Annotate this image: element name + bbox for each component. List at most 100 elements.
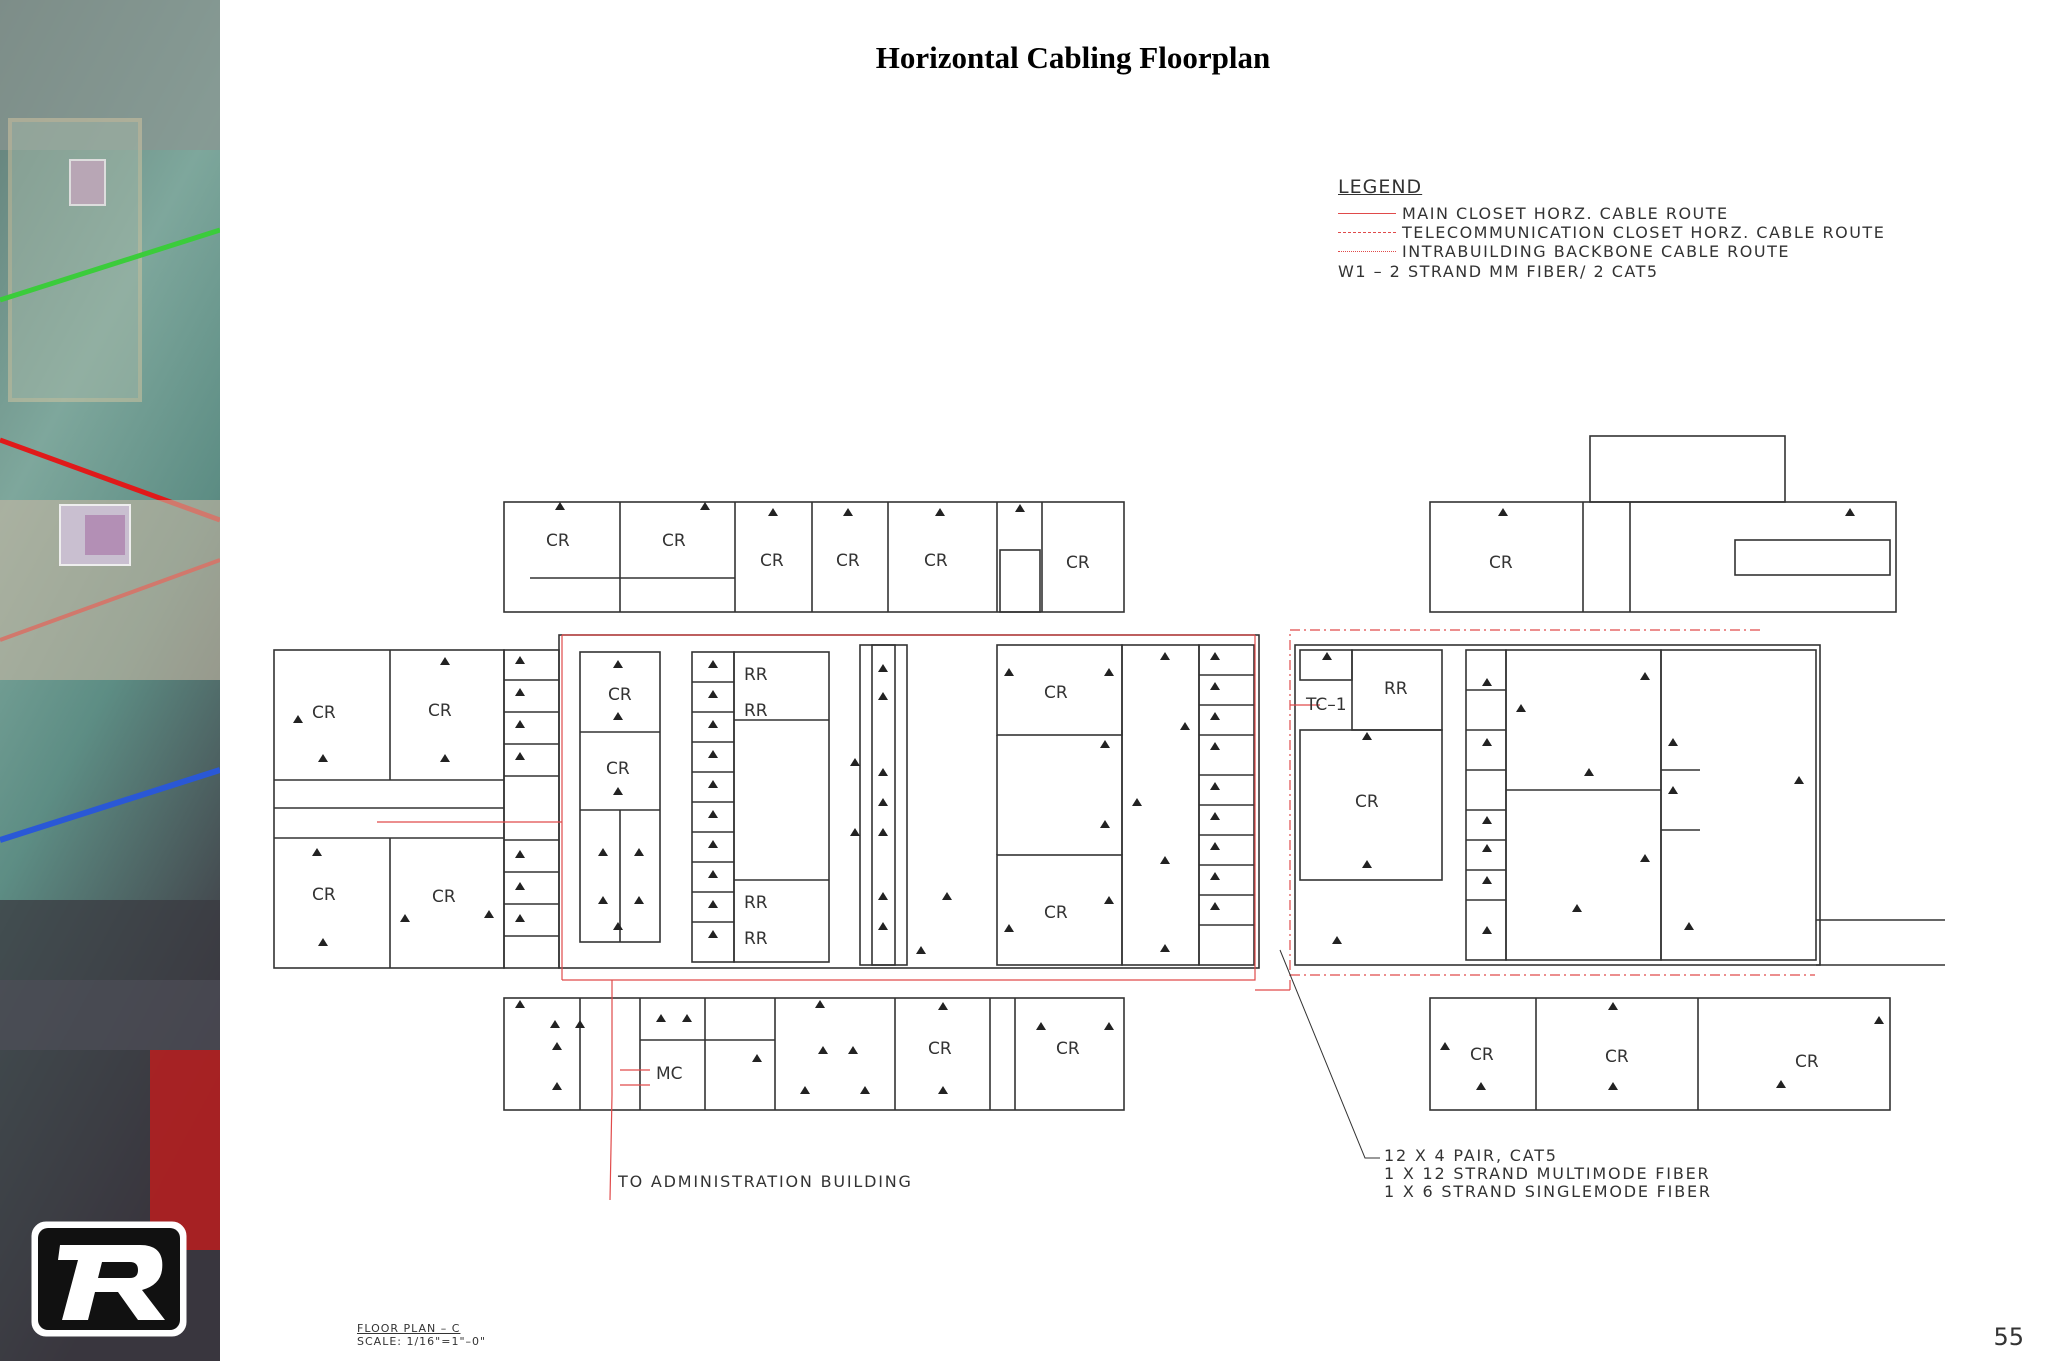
w1-outlet-icon (916, 946, 926, 954)
w1-outlet-icon (318, 754, 328, 762)
w1-outlet-icon (515, 1000, 525, 1008)
w1-outlet-icon (708, 720, 718, 728)
w1-outlet-icon (1132, 798, 1142, 806)
w1-outlet-icon (515, 656, 525, 664)
w1-outlet-icon (1516, 704, 1526, 712)
w1-outlet-icon (708, 780, 718, 788)
room-label-cr: CR (1605, 1047, 1629, 1067)
w1-outlet-icon (1482, 738, 1492, 746)
w1-outlet-icon (1210, 842, 1220, 850)
w1-outlet-icon (1874, 1016, 1884, 1024)
room-label-cr: CR (836, 551, 860, 571)
w1-outlet-icon (878, 828, 888, 836)
w1-outlet-icon (1608, 1082, 1618, 1090)
w1-outlet-icon (1845, 508, 1855, 516)
w1-outlet-icon (1362, 732, 1372, 740)
room-label-rr: RR (744, 665, 768, 685)
legend-label: TELECOMMUNICATION CLOSET HORZ. CABLE ROU… (1402, 223, 1886, 242)
w1-outlet-icon (1004, 924, 1014, 932)
w1-outlet-icon (1160, 652, 1170, 660)
room-label-cr: CR (924, 551, 948, 571)
w1-outlet-icon (1584, 768, 1594, 776)
office-illustration (0, 0, 220, 1361)
w1-outlet-icon (598, 896, 608, 904)
main-closet-label: MC (656, 1064, 683, 1084)
w1-outlet-icon (938, 1086, 948, 1094)
w1-outlet-icon (550, 1020, 560, 1028)
w1-outlet-icon (515, 914, 525, 922)
w1-outlet-icon (818, 1046, 828, 1054)
w1-outlet-icon (613, 712, 623, 720)
w1-outlet-icon (555, 502, 565, 510)
room-label-cr: CR (546, 531, 570, 551)
w1-outlet-icon (1210, 742, 1220, 750)
room-label-cr: CR (1044, 683, 1068, 703)
w1-outlet-icon (598, 848, 608, 856)
w1-outlet-icon (440, 657, 450, 665)
w1-outlet-icon (1104, 896, 1114, 904)
w1-outlet-icon (656, 1014, 666, 1022)
w1-outlet-icon (1362, 860, 1372, 868)
room-label-cr: CR (1044, 903, 1068, 923)
w1-outlet-icon (1640, 672, 1650, 680)
w1-outlet-icon (552, 1042, 562, 1050)
cable-spec-line: 1 X 12 STRAND MULTIMODE FIBER (1384, 1164, 1711, 1183)
w1-outlet-icon (1440, 1042, 1450, 1050)
legend-item-main-closet: MAIN CLOSET HORZ. CABLE ROUTE (1338, 204, 1885, 223)
w1-outlet-icon (1160, 944, 1170, 952)
w1-outlet-icon (1104, 668, 1114, 676)
w1-outlet-icon (1668, 738, 1678, 746)
room-label-cr: CR (662, 531, 686, 551)
w1-outlet-icon (752, 1054, 762, 1062)
w1-outlet-icon (1210, 652, 1220, 660)
w1-outlet-icon (1482, 816, 1492, 824)
legend: LEGEND MAIN CLOSET HORZ. CABLE ROUTE TEL… (1338, 176, 1885, 281)
w1-outlet-icon (800, 1086, 810, 1094)
room-label-cr: CR (312, 885, 336, 905)
w1-outlet-icon (400, 914, 410, 922)
w1-outlet-icon (1482, 926, 1492, 934)
w1-outlet-icon (1776, 1080, 1786, 1088)
w1-outlet-icon (878, 664, 888, 672)
room-label-rr: RR (744, 893, 768, 913)
w1-outlet-icon (938, 1002, 948, 1010)
w1-outlet-icon (318, 938, 328, 946)
w1-outlet-icon (708, 660, 718, 668)
room-label-cr: CR (606, 759, 630, 779)
w1-outlet-icon (708, 810, 718, 818)
dashed-line-swatch (1338, 251, 1396, 252)
room-label-cr: CR (428, 701, 452, 721)
w1-outlet-icon (1104, 1022, 1114, 1030)
telecom-closet-label: TC–1 (1305, 695, 1347, 715)
w1-outlet-icon (575, 1020, 585, 1028)
w1-outlet-icon (515, 688, 525, 696)
w1-outlet-icon (708, 870, 718, 878)
w1-outlet-icon (613, 922, 623, 930)
floor-plan-drawing: CR CR CR CR CR CR CR CR CR CR CR CR CR C… (273, 435, 1945, 1201)
w1-outlet-icon (634, 848, 644, 856)
cable-spec-line: 1 X 6 STRAND SINGLEMODE FIBER (1384, 1182, 1712, 1201)
w1-outlet-icon (1004, 668, 1014, 676)
w1-outlet-icon (1100, 820, 1110, 828)
w1-outlet-icon (1036, 1022, 1046, 1030)
w1-outlet-icon (1794, 776, 1804, 784)
room-label-cr: CR (1066, 553, 1090, 573)
room-label-cr: CR (1056, 1039, 1080, 1059)
floor-plan-scale: SCALE: 1/16"=1"–0" (357, 1335, 487, 1348)
w1-outlet-icon (1640, 854, 1650, 862)
solid-line-swatch (1338, 213, 1396, 214)
w1-outlet-icon (1210, 682, 1220, 690)
w1-outlet-icon (1482, 876, 1492, 884)
w1-outlet-icon (1482, 844, 1492, 852)
w1-outlet-icon (878, 692, 888, 700)
room-label-cr: CR (1489, 553, 1513, 573)
w1-outlet-icon (613, 660, 623, 668)
w1-outlet-icon (515, 850, 525, 858)
legend-label: INTRABUILDING BACKBONE CABLE ROUTE (1402, 242, 1790, 261)
w1-outlet-icon (1476, 1082, 1486, 1090)
w1-outlet-icon (850, 758, 860, 766)
w1-outlet-icon (682, 1014, 692, 1022)
room-labels: CR CR CR CR CR CR CR CR CR CR CR CR CR C… (312, 531, 1819, 1084)
w1-outlet-icon (1498, 508, 1508, 516)
w1-outlet-icon (1210, 712, 1220, 720)
